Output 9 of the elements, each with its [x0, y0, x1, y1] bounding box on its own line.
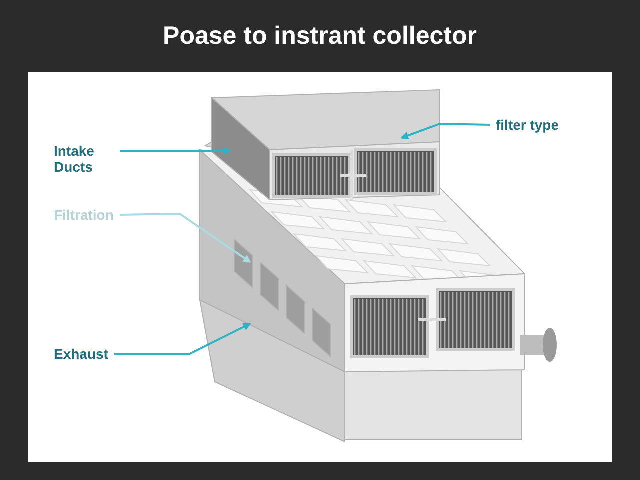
part-label: filter type: [496, 117, 560, 133]
leader-line: [120, 147, 232, 155]
leader-line: [114, 323, 252, 355]
leader-line: [400, 123, 490, 140]
part-label: Intake Ducts: [54, 143, 114, 175]
part-label: Exhaust: [54, 346, 108, 362]
leader-line: [120, 213, 252, 263]
part-label: Filtration: [54, 207, 114, 223]
title: Poase to instrant collector: [162, 22, 478, 51]
